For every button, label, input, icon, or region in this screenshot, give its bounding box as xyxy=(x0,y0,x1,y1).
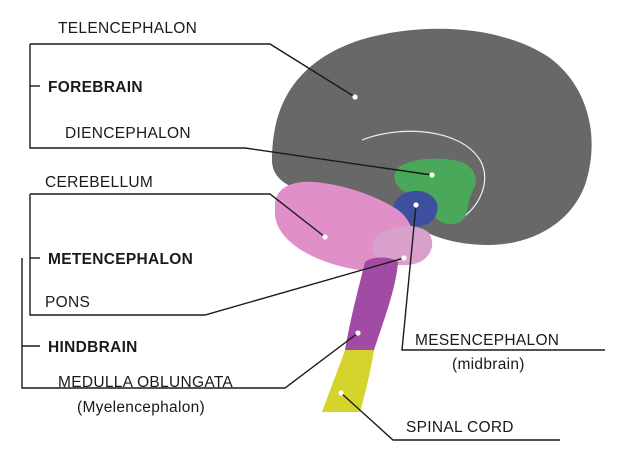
telencephalon-label: TELENCEPHALON xyxy=(58,20,197,37)
diencephalon-dot xyxy=(429,172,435,178)
diencephalon-region xyxy=(394,158,476,225)
diencephalon-leader xyxy=(29,44,433,176)
forebrain-label: FOREBRAIN xyxy=(48,79,143,96)
medulla-oblungata-label: MEDULLA OBLUNGATA xyxy=(58,374,233,391)
spinal-cord-dot xyxy=(338,390,344,396)
mesencephalon-label: MESENCEPHALON xyxy=(415,332,559,349)
telencephalon-leader xyxy=(30,43,356,98)
cortex-inner-outline xyxy=(361,130,486,223)
medulla-leader xyxy=(21,258,359,389)
spinal-cord-region xyxy=(322,350,374,412)
pons-region xyxy=(372,225,433,266)
mesencephalon-dot xyxy=(413,202,419,208)
cerebellum-dot xyxy=(322,234,328,240)
hindbrain-label: HINDBRAIN xyxy=(48,339,138,356)
telencephalon-dot xyxy=(352,94,358,100)
spinal-cord-leader xyxy=(340,392,560,441)
medulla-dot xyxy=(355,330,361,336)
cerebellum-leader xyxy=(30,193,326,238)
midbrain-label: (midbrain) xyxy=(452,356,525,373)
spinal-cord-label: SPINAL CORD xyxy=(406,419,514,436)
diencephalon-label: DIENCEPHALON xyxy=(65,125,191,142)
mesencephalon-leader xyxy=(401,204,605,351)
metencephalon-bracket xyxy=(29,194,405,316)
pons-dot xyxy=(401,255,407,261)
medulla-region xyxy=(345,257,398,350)
metencephalon-label: METENCEPHALON xyxy=(48,251,193,268)
pons-label: PONS xyxy=(45,294,90,311)
myelencephalon-label: (Myelencephalon) xyxy=(77,399,205,416)
cerebellum-label: CEREBELLUM xyxy=(45,174,153,191)
